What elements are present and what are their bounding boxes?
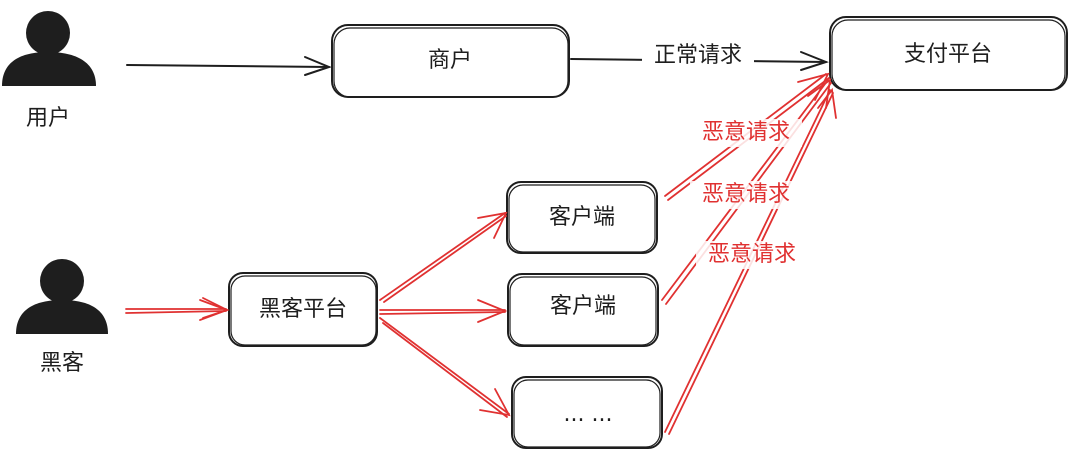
hacker-platform-label: 黑客平台 xyxy=(259,297,347,322)
platform-to-client-2-arrow xyxy=(379,299,508,323)
normal-request-label: 正常请求 xyxy=(654,43,742,68)
malicious-request-label-2: 恶意请求 xyxy=(702,182,790,207)
malicious-request-label-3: 恶意请求 xyxy=(708,242,796,267)
platform-to-client-1-arrow xyxy=(379,211,508,303)
hacker-label: 黑客 xyxy=(40,351,84,376)
user-actor: 用户 xyxy=(2,11,96,131)
merchant-label: 商户 xyxy=(428,48,472,73)
client-node-1: 客户端 xyxy=(506,181,658,254)
client-label-1: 客户端 xyxy=(549,205,615,230)
hacker-platform-node: 黑客平台 xyxy=(228,272,378,347)
malicious-request-label-1: 恶意请求 xyxy=(702,120,790,145)
payment-platform-node: 支付平台 xyxy=(829,16,1068,91)
hacker-to-platform-arrow xyxy=(125,297,230,321)
client-label-2: 客户端 xyxy=(550,294,616,319)
user-label: 用户 xyxy=(26,106,70,131)
person-icon xyxy=(16,259,108,334)
normal-request-arrow: 正常请求 xyxy=(570,42,829,71)
user-to-merchant-arrow xyxy=(126,56,332,76)
malicious-request-label-group: 恶意请求 恶意请求 恶意请求 xyxy=(690,119,808,269)
more-label: ... ... xyxy=(564,402,613,427)
more-node: ... ... xyxy=(511,376,663,449)
hacker-actor: 黑客 xyxy=(16,259,108,376)
payment-platform-label: 支付平台 xyxy=(904,42,992,67)
client-node-2: 客户端 xyxy=(507,273,659,347)
person-icon xyxy=(2,11,96,86)
platform-to-more-arrow xyxy=(379,317,511,418)
merchant-node: 商户 xyxy=(331,24,570,98)
